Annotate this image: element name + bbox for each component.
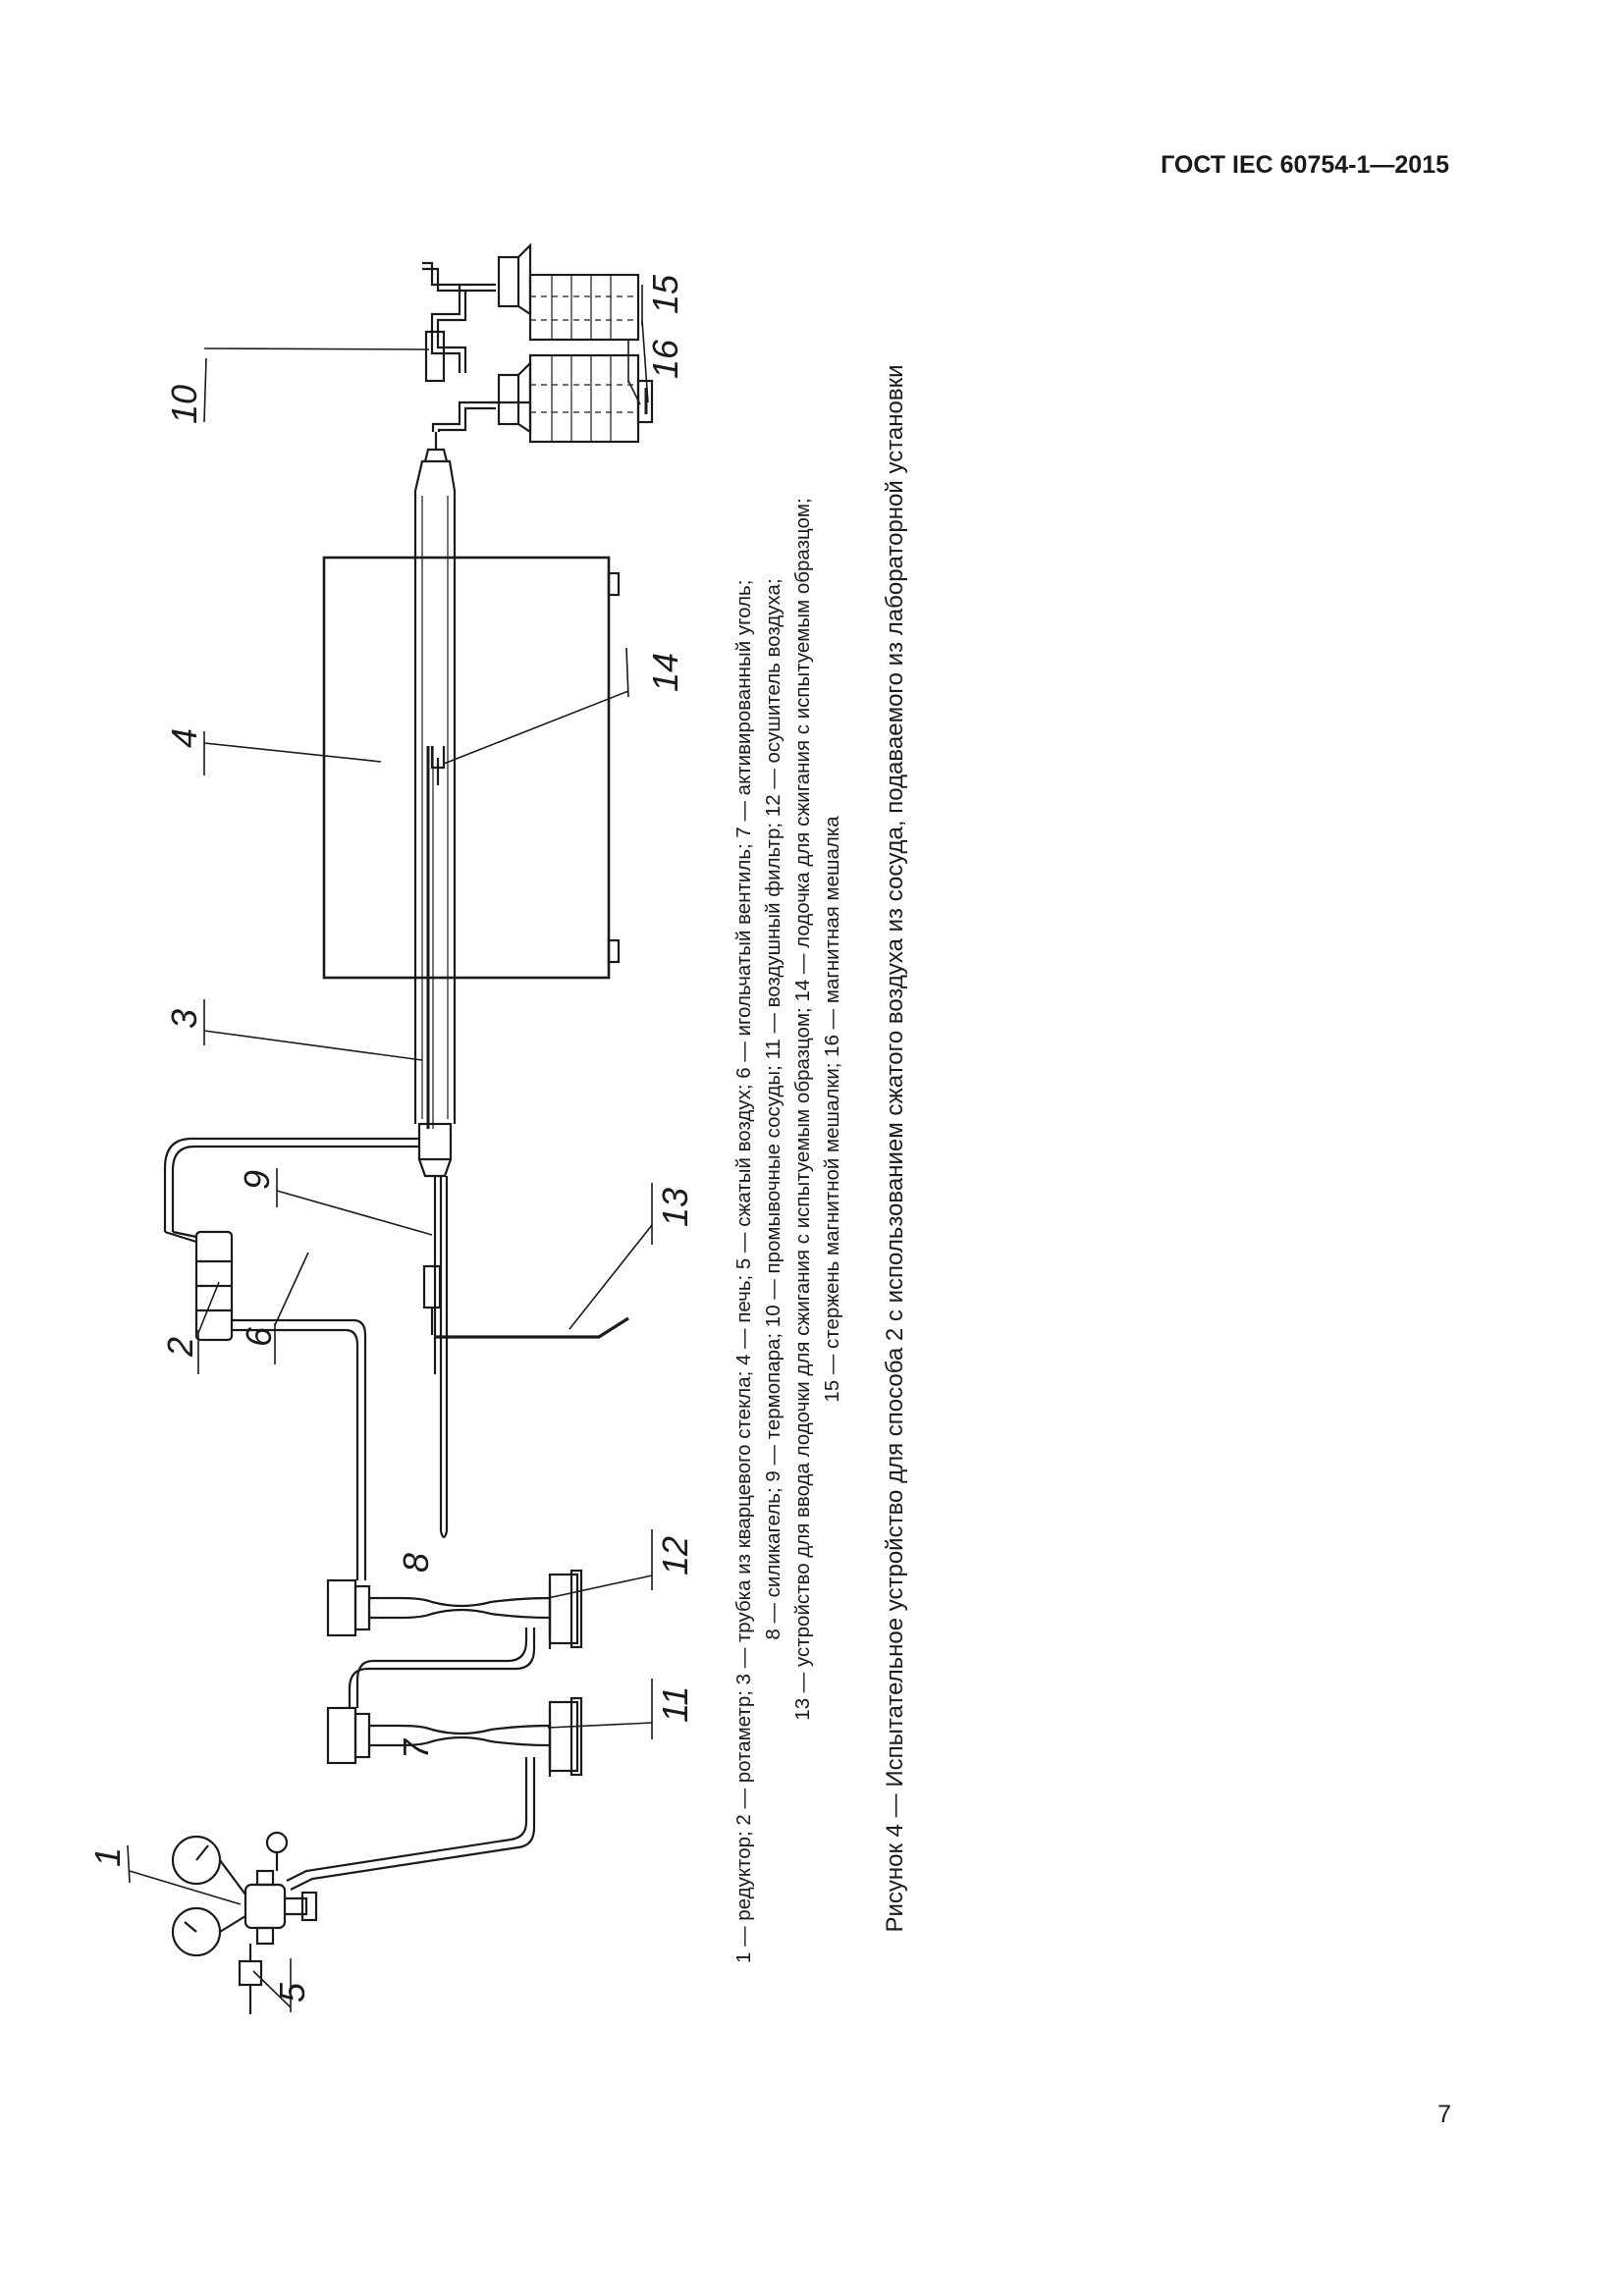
callout-14: 14: [645, 653, 685, 692]
rotameter: [164, 1230, 234, 1342]
air-line-to-silica: [231, 1318, 367, 1580]
silica-gel-dryer: [326, 1569, 583, 1649]
insertion-device: [435, 1316, 629, 1339]
callout-15: 15: [645, 274, 685, 314]
line-between-dryers: [348, 1628, 536, 1708]
callout-12: 12: [655, 1536, 695, 1575]
callout-2: 2: [160, 1337, 200, 1358]
furnace: [322, 556, 621, 980]
callout-10: 10: [164, 385, 204, 424]
callout-11: 11: [655, 1686, 695, 1723]
callout-7: 7: [396, 1737, 436, 1759]
inlet-stopper: [417, 1122, 453, 1539]
document-header: ГОСТ IEC 60754-1—2015: [1161, 151, 1449, 179]
callout-3: 3: [164, 1009, 204, 1029]
callout-13: 13: [655, 1188, 695, 1227]
callout-5: 5: [272, 1982, 312, 2002]
callout-8: 8: [396, 1553, 436, 1573]
activated-carbon-filter: [326, 1696, 583, 1777]
combustion-boat: [430, 746, 446, 785]
wash-bottles: [422, 242, 654, 444]
air-line-upper: [163, 1137, 419, 1232]
pressure-reducer: [171, 1831, 318, 2014]
callout-1: 1: [87, 1847, 128, 1867]
callout-16: 16: [645, 339, 685, 379]
leader-lines: [127, 285, 653, 2012]
callout-4: 4: [164, 728, 204, 748]
page-number: 7: [1437, 2101, 1451, 2128]
callout-9: 9: [237, 1170, 277, 1190]
quartz-tube: [413, 432, 457, 1129]
line-to-reducer: [286, 1757, 536, 1891]
callout-6: 6: [239, 1326, 279, 1347]
callout-labels: 10 4 14 3 9 13 2 6 8 12 11 7 1 5 15 16: [87, 274, 695, 2002]
